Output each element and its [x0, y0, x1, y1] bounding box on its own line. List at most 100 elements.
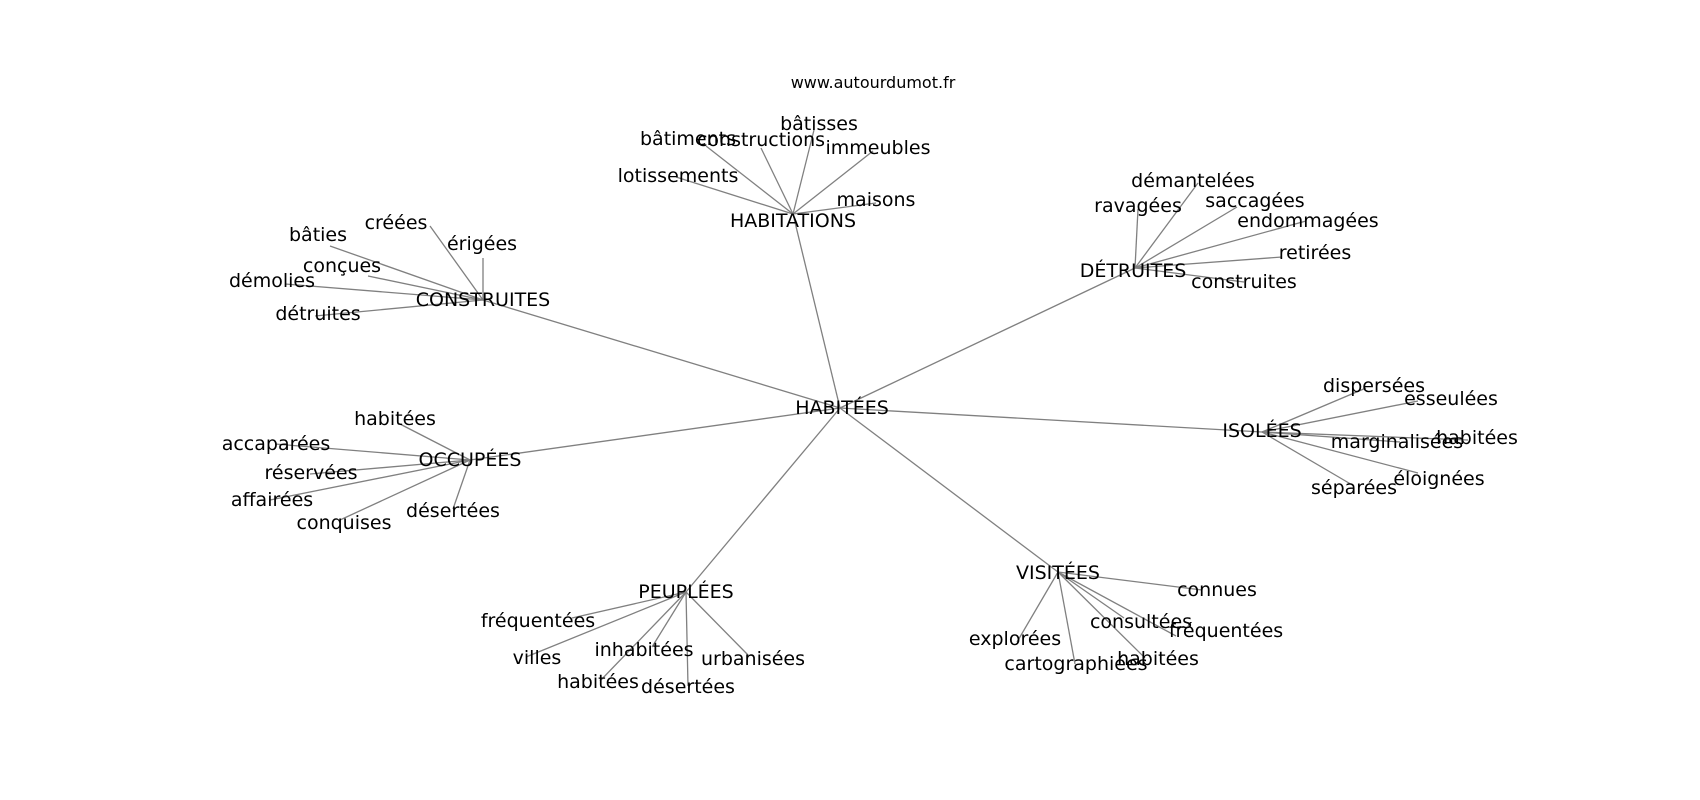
- edge-root-detr: [839, 267, 1136, 409]
- edge-root-visit: [839, 407, 1059, 573]
- hub-node-detr: DÉTRUITES: [1080, 259, 1187, 282]
- edge-habit-5: [792, 202, 877, 215]
- edge-visit-0: [1057, 571, 1203, 591]
- hub-node-habit: HABITATIONS: [730, 210, 856, 232]
- graph-labels: HABITÉES CONSTRUITES bâties créées érigées co…: [222, 113, 1518, 698]
- edge-habit-1: [760, 147, 794, 215]
- root-node-label: HABITÉES: [795, 396, 889, 419]
- edge-detr-4: [1134, 256, 1283, 269]
- leaf-node-constr-3: conçues: [303, 255, 381, 277]
- edge-isol-5: [1261, 431, 1355, 487]
- edge-peupl-4: [685, 591, 689, 687]
- hub-node-constr: CONSTRUITES: [416, 289, 550, 311]
- edge-occup-2: [309, 459, 471, 475]
- edge-constr-3: [367, 275, 484, 301]
- leaf-node-occup-2: réservées: [264, 462, 357, 484]
- edge-isol-4: [1261, 431, 1419, 474]
- leaf-node-occup-1: accaparées: [222, 433, 331, 455]
- edge-visit-3: [1016, 571, 1059, 643]
- edge-detr-1: [1134, 208, 1139, 269]
- edge-occup-1: [274, 443, 471, 461]
- leaf-node-detr-0: démantelées: [1131, 170, 1255, 192]
- leaf-node-isol-0: dispersées: [1323, 375, 1425, 397]
- edge-peupl-1: [525, 591, 687, 658]
- leaf-node-occup-3: affairées: [231, 489, 313, 511]
- hub-node-peupl: PEUPLÉES: [638, 580, 733, 603]
- leaf-node-visit-3: explorées: [969, 628, 1061, 650]
- edge-visit-1: [1057, 571, 1125, 619]
- leaf-node-detr-1: ravagées: [1094, 195, 1182, 217]
- leaf-node-isol-2: habitées: [1436, 427, 1518, 449]
- leaf-node-habit-1: constructions: [697, 129, 825, 151]
- leaf-node-peupl-5: urbanisées: [701, 648, 805, 670]
- leaf-node-detr-5: construites: [1191, 271, 1297, 293]
- edge-peupl-3: [599, 591, 687, 682]
- leaf-node-occup-0: habitées: [354, 408, 436, 430]
- edge-visit-4: [1057, 571, 1076, 665]
- leaf-node-constr-2: érigées: [447, 233, 517, 255]
- edge-constr-0: [329, 245, 484, 301]
- leaf-node-constr-0: bâties: [289, 224, 347, 246]
- leaf-node-peupl-1: villes: [513, 647, 562, 669]
- hub-node-isol: ISOLÉES: [1222, 419, 1301, 442]
- edge-occup-4: [339, 459, 471, 521]
- edge-root-constr: [482, 299, 841, 409]
- leaf-node-peupl-3: habitées: [557, 671, 639, 693]
- leaf-node-visit-1: consultées: [1090, 611, 1192, 633]
- edge-occup-3: [269, 459, 471, 501]
- hub-node-visit: VISITÉES: [1016, 561, 1100, 584]
- leaf-node-habit-4: lotissements: [618, 165, 739, 187]
- edge-habit-4: [675, 176, 794, 215]
- hub-node-occup: OCCUPÉES: [419, 448, 522, 471]
- edge-root-peupl: [685, 407, 841, 593]
- leaf-node-isol-1: esseulées: [1404, 388, 1498, 410]
- edge-isol-0: [1261, 387, 1367, 433]
- edge-visit-2: [1057, 571, 1177, 637]
- edge-detr-2: [1134, 206, 1238, 269]
- graph-edges: [269, 129, 1469, 687]
- edge-detr-3: [1134, 220, 1307, 269]
- edge-detr-0: [1134, 182, 1199, 269]
- leaf-node-detr-4: retirées: [1279, 242, 1351, 264]
- leaf-node-detr-2: saccagées: [1205, 190, 1304, 212]
- edge-occup-5: [452, 459, 471, 510]
- leaf-node-isol-4: éloignées: [1393, 468, 1484, 490]
- edge-peupl-0: [571, 591, 687, 619]
- edge-root-isol: [839, 407, 1263, 433]
- edge-isol-1: [1261, 400, 1419, 433]
- leaf-node-habit-5: maisons: [837, 189, 916, 211]
- leaf-node-constr-1: créées: [365, 212, 428, 234]
- leaf-node-occup-5: désertées: [406, 500, 500, 522]
- leaf-node-peupl-4: désertées: [641, 676, 735, 698]
- edge-detr-5: [1134, 267, 1245, 283]
- edge-peupl-5: [685, 591, 750, 657]
- leaf-node-habit-3: immeubles: [826, 137, 931, 159]
- leaf-node-isol-5: séparées: [1311, 477, 1397, 499]
- leaf-node-constr-4: démolies: [229, 270, 315, 292]
- edge-root-habit: [792, 213, 841, 409]
- leaf-node-habit-0: bâtiments: [640, 128, 736, 150]
- leaf-node-visit-2: fréquentées: [1169, 620, 1283, 642]
- leaf-node-visit-5: habitées: [1117, 648, 1199, 670]
- leaf-node-constr-5: détruites: [275, 303, 360, 325]
- leaf-node-visit-0: connues: [1177, 579, 1257, 601]
- leaf-node-peupl-0: fréquentées: [481, 610, 595, 632]
- edge-root-occup: [469, 407, 841, 461]
- site-credit: www.autourdumot.fr: [791, 73, 956, 92]
- leaf-node-isol-3: marginalisées: [1331, 431, 1463, 453]
- edge-habit-2: [792, 129, 815, 215]
- edge-isol-3: [1261, 431, 1401, 443]
- edge-visit-5: [1057, 571, 1146, 659]
- edge-occup-0: [397, 422, 471, 461]
- edge-isol-2: [1261, 431, 1469, 441]
- edge-habit-3: [792, 150, 874, 215]
- leaf-node-peupl-2: inhabitées: [594, 639, 693, 661]
- leaf-node-detr-3: endommagées: [1237, 210, 1378, 232]
- edge-constr-1: [429, 225, 484, 301]
- edge-habit-0: [705, 145, 794, 215]
- leaf-node-visit-4: cartographiées: [1004, 653, 1147, 675]
- edge-peupl-2: [651, 591, 687, 648]
- edge-constr-5: [314, 299, 484, 317]
- edge-constr-4: [284, 283, 484, 301]
